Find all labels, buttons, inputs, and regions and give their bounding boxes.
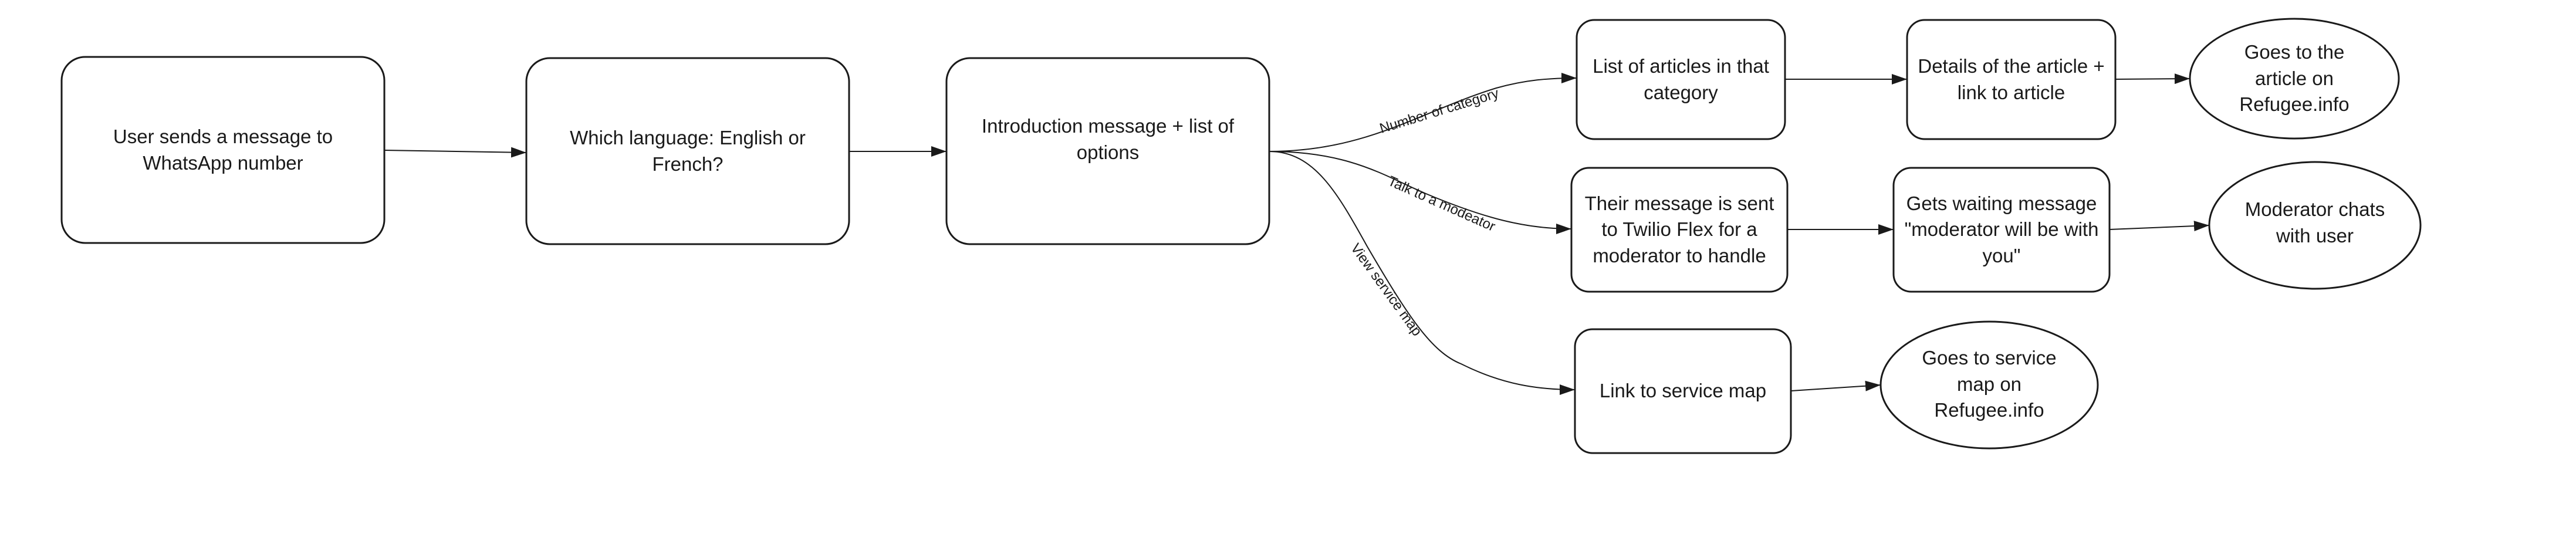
node-goes-to-service-map-label: Goes to service map on Refugee.info	[1922, 347, 2057, 421]
edge-intro-to-articles	[1269, 73, 1577, 152]
edge-user-to-language	[384, 147, 527, 158]
edge-waiting-to-moderator	[2109, 221, 2210, 232]
node-waiting-label: Gets waiting message "moderator will be …	[1904, 192, 2099, 266]
edge-intro-to-twilio	[1269, 151, 1572, 234]
node-service-map-link-label: Link to service map	[1599, 380, 1767, 402]
node-moderator-chats-label: Moderator chats with user	[2244, 198, 2385, 246]
node-user-message-box	[60, 56, 386, 244]
node-user-message-label: User sends a message to WhatsApp number	[113, 125, 333, 174]
node-intro-label: Introduction message + list of options	[981, 114, 1235, 163]
node-goes-to-article-label: Goes to the article on Refugee.info	[2239, 41, 2349, 116]
node-twilio-label: Their message is sent to Twilio Flex for…	[1584, 192, 1774, 266]
edge-intro-to-servicemap	[1269, 151, 1576, 395]
edge-servicemap-to-goes	[1790, 380, 1881, 391]
node-service-map-link-box	[1574, 328, 1792, 454]
node-article-details-label: Details of the article + link to article	[1918, 55, 2105, 103]
node-articles-list-label: List of articles in that category	[1593, 55, 1769, 103]
node-language-label: Which language: English or French?	[570, 126, 806, 175]
